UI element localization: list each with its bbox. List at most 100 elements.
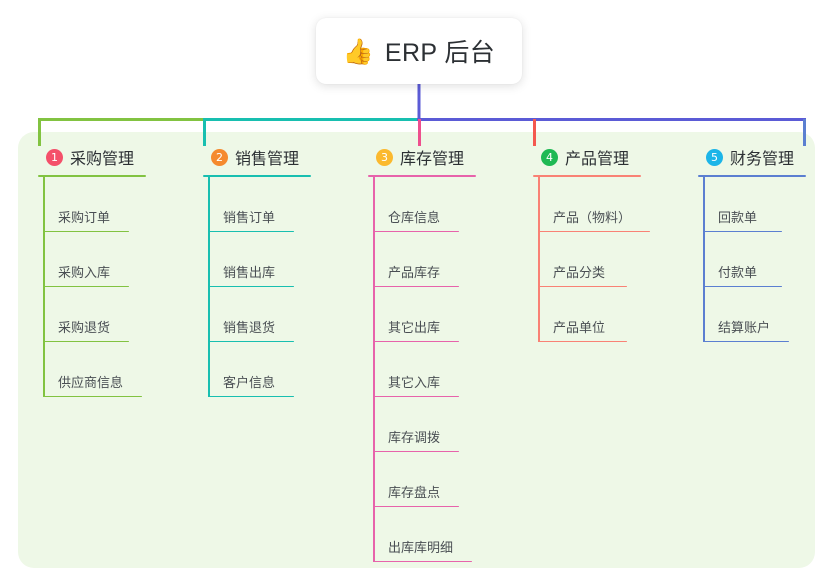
list-item-label: 其它入库 [388,375,441,390]
list-item[interactable]: 采购入库 [38,232,146,287]
column-title: 产品管理 [565,151,630,168]
column-number-badge: 1 [46,148,63,166]
column-items: 销售订单销售出库销售退货客户信息 [203,177,311,397]
thumbs-up-icon: 👍 [342,37,374,66]
list-item-rule [538,340,627,342]
column-1: 1 采购管理采购订单采购入库采购退货供应商信息 [38,145,146,397]
list-item-rule [208,395,294,397]
list-item-label: 采购订单 [58,210,111,225]
list-item-rule [373,230,459,232]
list-item[interactable]: 销售订单 [203,177,311,232]
column-header-1[interactable]: 1 采购管理 [38,145,146,169]
column-items: 采购订单采购入库采购退货供应商信息 [38,177,146,397]
list-item-label: 销售订单 [223,210,276,225]
column-header-rule [203,175,311,177]
list-item[interactable]: 产品分类 [533,232,641,287]
list-item-label: 销售退货 [223,320,276,335]
column-3: 3 库存管理仓库信息产品库存其它出库其它入库库存调拨库存盘点出库库明细 [368,145,476,562]
list-item-rule [703,285,782,287]
list-item[interactable]: 其它入库 [368,342,476,397]
column-2: 2 销售管理销售订单销售出库销售退货客户信息 [203,145,311,397]
list-item[interactable]: 采购退货 [38,287,146,342]
list-item[interactable]: 供应商信息 [38,342,146,397]
list-item-label: 库存调拨 [388,430,441,445]
column-stem-line [538,177,540,342]
column-title: 财务管理 [730,151,795,168]
list-item-label: 产品分类 [553,265,606,280]
list-item-label: 采购入库 [58,265,111,280]
list-item-label: 结算账户 [718,320,771,335]
column-number-badge: 5 [706,148,723,166]
column-header-4[interactable]: 4 产品管理 [533,145,641,169]
column-number-badge: 3 [376,148,393,166]
list-item-label: 产品单位 [553,320,606,335]
list-item[interactable]: 库存盘点 [368,452,476,507]
column-stem-line [703,177,705,342]
list-item[interactable]: 客户信息 [203,342,311,397]
list-item-rule [208,285,294,287]
column-title: 库存管理 [400,151,465,168]
list-item-rule [43,395,142,397]
column-stem-line [373,177,375,562]
column-number-badge: 2 [211,148,228,166]
list-item-rule [538,230,650,232]
column-header-2[interactable]: 2 销售管理 [203,145,311,169]
column-title: 销售管理 [235,151,300,168]
list-item-label: 供应商信息 [58,375,124,390]
column-items: 回款单付款单结算账户 [698,177,806,342]
root-node-title: ERP 后台 [384,39,496,67]
list-item-label: 采购退货 [58,320,111,335]
list-item[interactable]: 回款单 [698,177,806,232]
column-items: 产品（物料） 产品分类产品单位 [533,177,650,342]
column-header-rule [533,175,641,177]
list-item-rule [703,230,782,232]
list-item-rule [538,285,627,287]
list-item-label: 产品库存 [388,265,441,280]
column-header-5[interactable]: 5 财务管理 [698,145,806,169]
column-number-badge: 4 [541,148,558,166]
column-title: 采购管理 [70,151,135,168]
list-item-rule [373,395,459,397]
list-item-rule [373,450,459,452]
list-item[interactable]: 其它出库 [368,287,476,342]
list-item-rule [373,560,472,562]
list-item-label: 其它出库 [388,320,441,335]
list-item-rule [208,230,294,232]
list-item-label: 付款单 [718,265,758,280]
list-item-rule [373,505,459,507]
list-item-label: 仓库信息 [388,210,441,225]
list-item[interactable]: 付款单 [698,232,806,287]
list-item[interactable]: 产品（物料） [533,177,650,232]
list-item[interactable]: 销售出库 [203,232,311,287]
column-header-3[interactable]: 3 库存管理 [368,145,476,169]
list-item[interactable]: 仓库信息 [368,177,476,232]
column-stem-line [43,177,45,397]
column-header-rule [368,175,476,177]
list-item-rule [373,285,459,287]
list-item-label: 产品（物料） [553,210,632,225]
list-item[interactable]: 产品库存 [368,232,476,287]
list-item[interactable]: 库存调拨 [368,397,476,452]
list-item-rule [43,285,129,287]
list-item-rule [208,340,294,342]
column-4: 4 产品管理产品（物料） 产品分类产品单位 [533,145,650,342]
list-item-rule [43,230,129,232]
column-items: 仓库信息产品库存其它出库其它入库库存调拨库存盘点出库库明细 [368,177,476,562]
column-header-rule [38,175,146,177]
root-node-card[interactable]: 👍 ERP 后台 [316,18,522,84]
column-stem-line [208,177,210,397]
list-item[interactable]: 出库库明细 [368,507,476,562]
list-item-label: 库存盘点 [388,485,441,500]
list-item-rule [703,340,789,342]
list-item[interactable]: 产品单位 [533,287,641,342]
column-5: 5 财务管理回款单付款单结算账户 [698,145,806,342]
list-item-label: 销售出库 [223,265,276,280]
list-item-rule [43,340,129,342]
list-item[interactable]: 销售退货 [203,287,311,342]
list-item[interactable]: 结算账户 [698,287,806,342]
list-item[interactable]: 采购订单 [38,177,146,232]
branches-panel [18,132,815,568]
list-item-rule [373,340,459,342]
list-item-label: 出库库明细 [388,540,454,555]
